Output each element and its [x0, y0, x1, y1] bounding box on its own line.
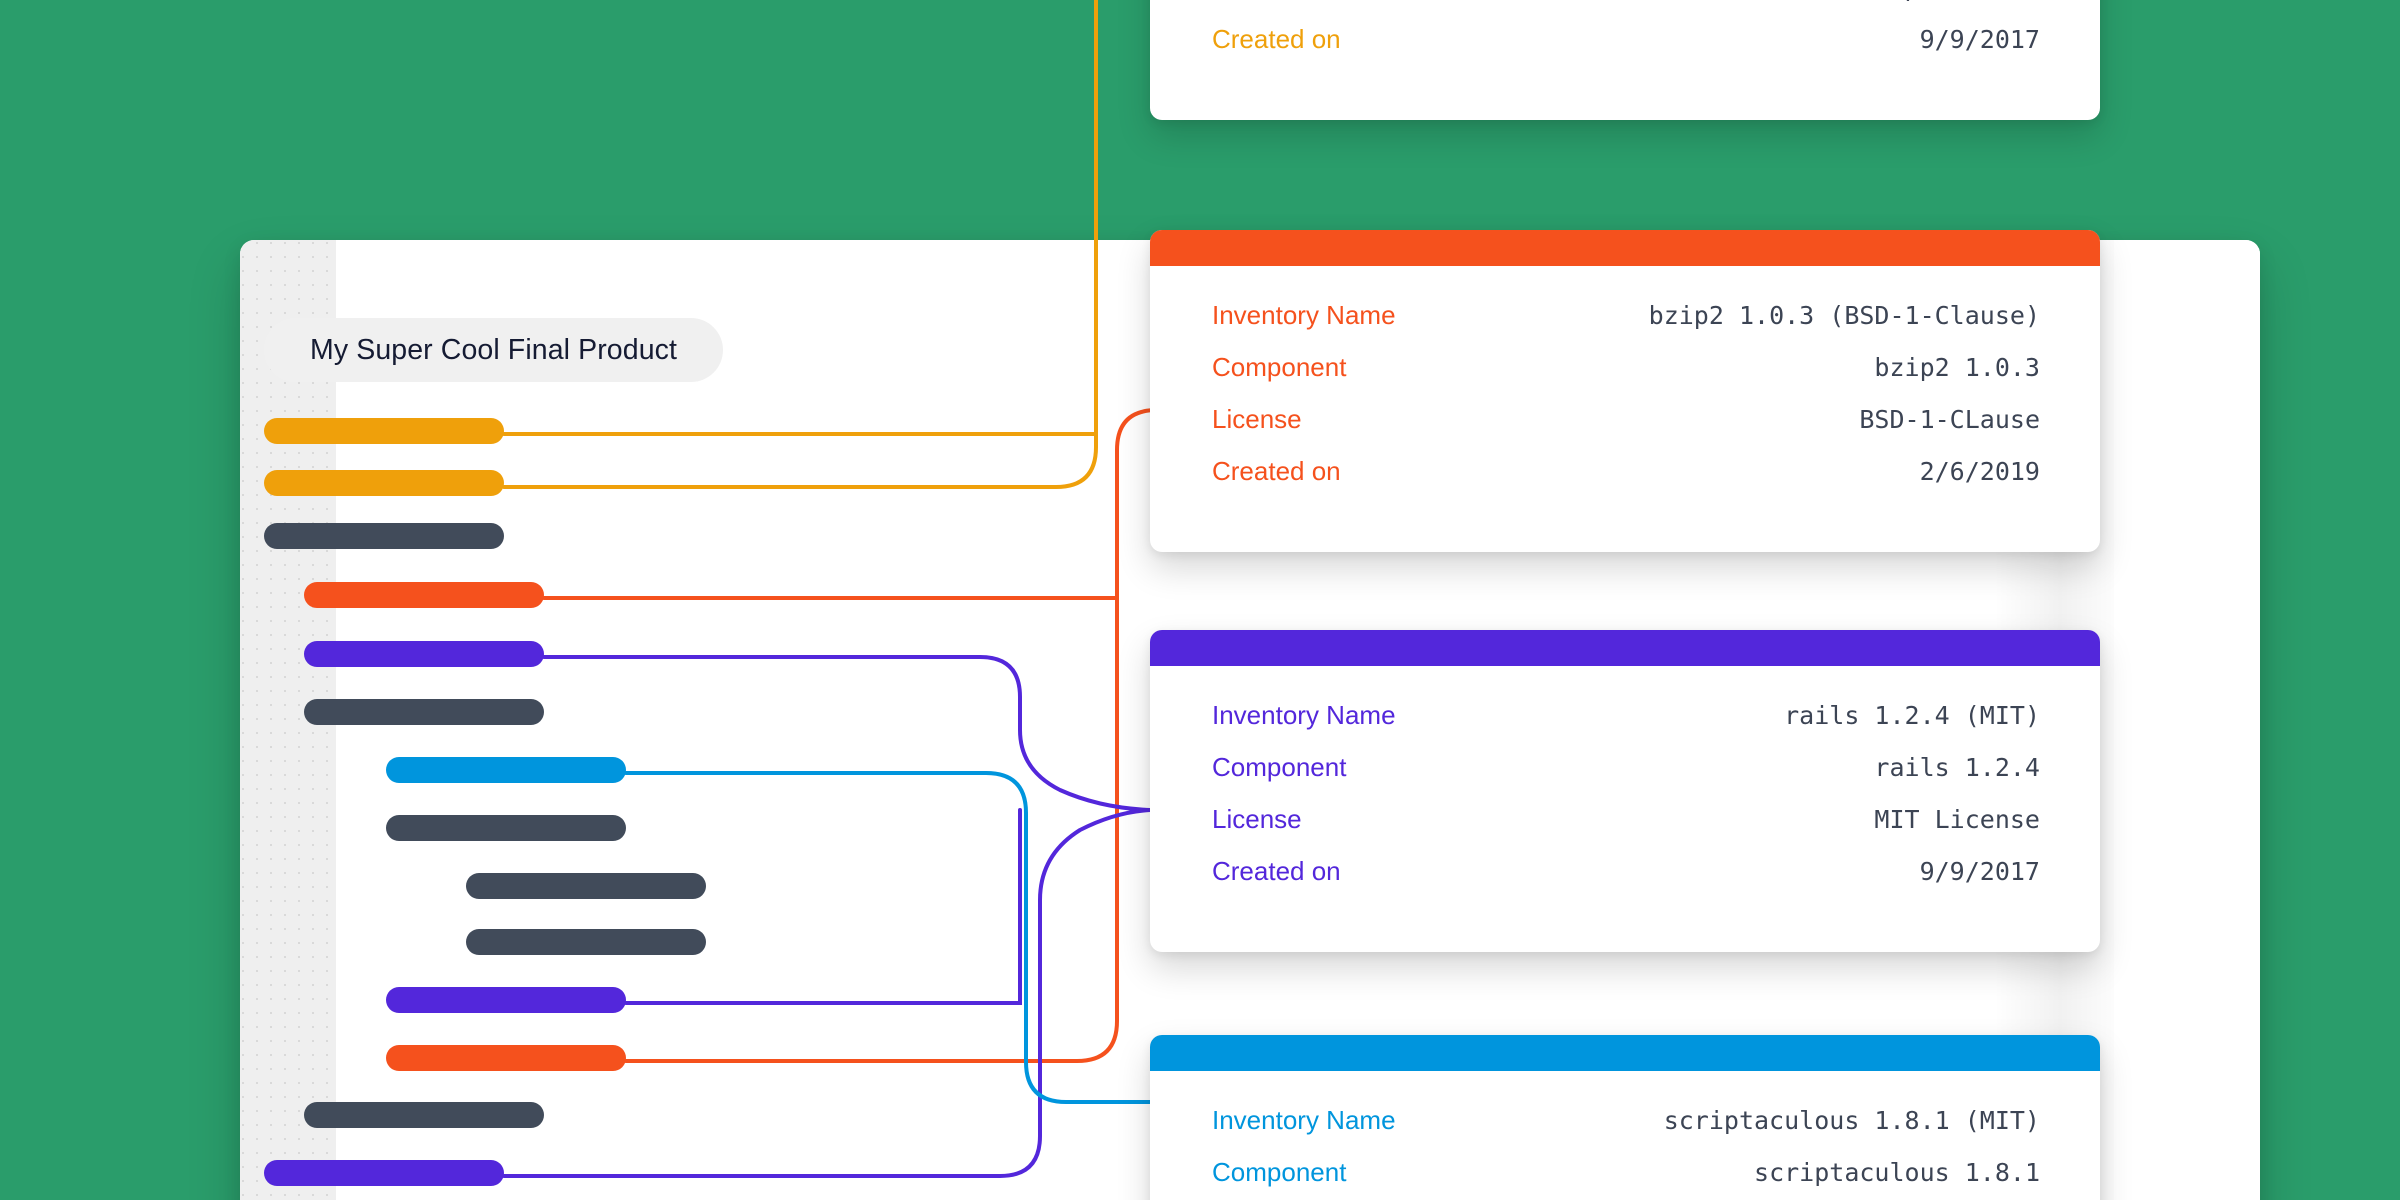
card-field-label: Inventory Name [1212, 300, 1396, 330]
card-field-row: Created on 9/9/2017 [1212, 24, 2040, 76]
node-purple-2[interactable] [386, 987, 626, 1013]
node-purple-3[interactable] [264, 1160, 504, 1186]
detail-card[interactable]: Componentapache-ant-apacheLicenseapache-… [1150, 0, 2100, 120]
card-field-label: Created on [1212, 24, 1341, 54]
node-slate-4[interactable] [466, 873, 706, 899]
card-field-value: bzip2 1.0.3 (BSD-1-Clause) [1648, 301, 2040, 330]
node-amber-2[interactable] [264, 470, 504, 496]
card-field-row: Inventory Name rails 1.2.4 (MIT) [1212, 700, 2040, 752]
node-red-1[interactable] [304, 582, 544, 608]
node-blue-1[interactable] [386, 757, 626, 783]
card-field-value: bzip2 1.0.3 [1874, 353, 2040, 382]
card-field-label: Created on [1212, 456, 1341, 486]
root-product-pill[interactable]: My Super Cool Final Product [264, 318, 724, 382]
card-field-label: License [1212, 404, 1302, 434]
card-body: Inventory Name rails 1.2.4 (MIT) Component… [1150, 666, 2100, 952]
card-body: Componentapache-ant-apacheLicenseapache-… [1150, 0, 2100, 120]
node-purple-1[interactable] [304, 641, 544, 667]
card-field-value: 9/9/2017 [1919, 857, 2040, 886]
card-body: Inventory Name bzip2 1.0.3 (BSD-1-Clause)… [1150, 266, 2100, 552]
card-body: Inventory Name scriptaculous 1.8.1 (MIT) C… [1150, 1071, 2100, 1200]
node-slate-2[interactable] [304, 699, 544, 725]
card-field-row: Inventory Name scriptaculous 1.8.1 (MIT) [1212, 1105, 2040, 1157]
card-accent-bar [1150, 630, 2100, 666]
node-red-2[interactable] [386, 1045, 626, 1071]
card-field-label: Inventory Name [1212, 700, 1396, 730]
card-field-value: 2/6/2019 [1919, 457, 2040, 486]
card-field-value: rails 1.2.4 (MIT) [1784, 701, 2040, 730]
node-slate-3[interactable] [386, 815, 626, 841]
card-field-row: Component scriptaculous 1.8.1 [1212, 1157, 2040, 1200]
card-field-row: Created on 9/9/2017 [1212, 856, 2040, 908]
node-slate-6[interactable] [304, 1102, 544, 1128]
card-field-label: Component [1212, 1157, 1347, 1187]
card-field-value: BSD-1-CLause [1859, 405, 2040, 434]
card-field-row: License apache-2.0 [1212, 0, 2040, 24]
card-field-row: Component bzip2 1.0.3 [1212, 352, 2040, 404]
card-field-label: License [1212, 804, 1302, 834]
card-field-row: License BSD-1-CLause [1212, 404, 2040, 456]
detail-card[interactable]: Inventory Name bzip2 1.0.3 (BSD-1-Clause)… [1150, 230, 2100, 552]
node-slate-5[interactable] [466, 929, 706, 955]
card-field-value: rails 1.2.4 [1874, 753, 2040, 782]
card-field-label: Created on [1212, 856, 1341, 886]
card-field-label: License [1212, 0, 1302, 3]
card-field-value: scriptaculous 1.8.1 (MIT) [1663, 1106, 2040, 1135]
card-field-value: 9/9/2017 [1919, 25, 2040, 54]
root-product-label: My Super Cool Final Product [310, 333, 678, 366]
detail-card[interactable]: Inventory Name rails 1.2.4 (MIT) Component… [1150, 630, 2100, 952]
node-slate-1[interactable] [264, 523, 504, 549]
card-field-value: apache-2.0 [1889, 0, 2040, 2]
card-field-row: Created on 2/6/2019 [1212, 456, 2040, 508]
node-amber-1[interactable] [264, 418, 504, 444]
detail-card[interactable]: Inventory Name scriptaculous 1.8.1 (MIT) C… [1150, 1035, 2100, 1200]
card-field-row: Component rails 1.2.4 [1212, 752, 2040, 804]
card-field-value: MIT License [1874, 805, 2040, 834]
card-field-label: Inventory Name [1212, 1105, 1396, 1135]
card-field-label: Component [1212, 752, 1347, 782]
card-field-row: License MIT License [1212, 804, 2040, 856]
card-field-label: Component [1212, 352, 1347, 382]
card-field-value: scriptaculous 1.8.1 [1754, 1158, 2040, 1187]
card-accent-bar [1150, 230, 2100, 266]
card-field-row: Inventory Name bzip2 1.0.3 (BSD-1-Clause) [1212, 300, 2040, 352]
card-accent-bar [1150, 1035, 2100, 1071]
